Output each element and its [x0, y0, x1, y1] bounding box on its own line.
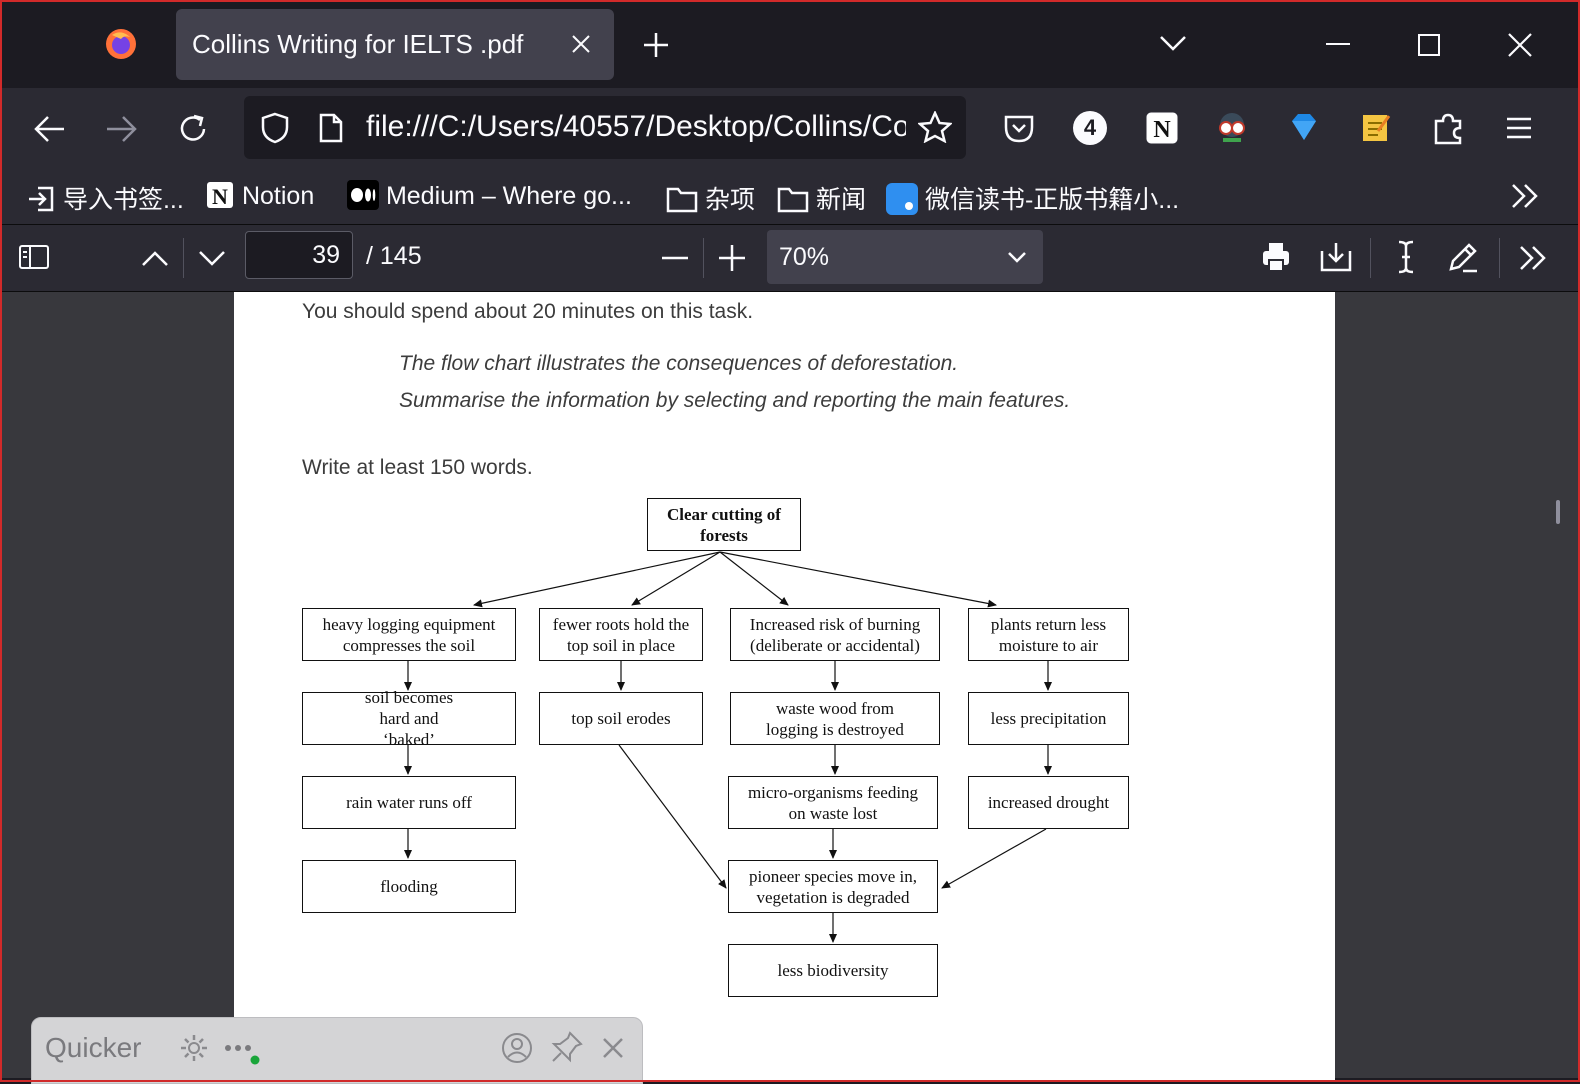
maximize-icon[interactable] — [1418, 34, 1440, 56]
toolbar-separator — [1370, 238, 1371, 278]
page-number-input[interactable]: 39 — [245, 231, 353, 279]
bookmark-label: 微信读书-正版书籍小... — [924, 186, 1180, 214]
toolbar-separator — [183, 238, 184, 278]
word-count-instruction: Write at least 150 words. — [302, 456, 533, 479]
more-options-icon[interactable] — [224, 1044, 260, 1066]
firefox-logo-icon — [106, 29, 136, 59]
shield-icon[interactable] — [260, 112, 290, 144]
task-instruction: You should spend about 20 minutes on thi… — [302, 300, 754, 323]
toolbar-separator — [703, 238, 704, 278]
zoom-select[interactable]: 70% — [767, 230, 1043, 284]
bookmark-label: Notion — [241, 182, 315, 210]
bookmark-label: 导入书签... — [62, 186, 184, 214]
flowchart-box: plants return less moisture to air — [968, 608, 1129, 661]
address-bar[interactable]: file:///C:/Users/40557/Desktop/Collins/C… — [244, 96, 966, 159]
next-page-icon[interactable] — [198, 249, 226, 267]
prompt-line-1: The flow chart illustrates the consequen… — [399, 352, 959, 375]
bookmark-notion[interactable]: N Notion — [205, 180, 314, 211]
bookmark-folder-news[interactable]: 新闻 — [777, 180, 866, 216]
prompt-line-2: Summarise the information by selecting a… — [399, 389, 1071, 412]
chevron-down-icon — [1008, 252, 1026, 263]
notes-extension-icon[interactable] — [1360, 111, 1392, 143]
browser-tab-active[interactable]: Collins Writing for IELTS .pdf — [176, 9, 614, 80]
tab-title: Collins Writing for IELTS .pdf — [192, 29, 524, 59]
forward-arrow-icon[interactable] — [105, 114, 137, 144]
glasses-extension-icon[interactable] — [1215, 111, 1249, 145]
zoom-value: 70% — [779, 243, 830, 271]
svg-text:N: N — [1153, 117, 1171, 143]
flowchart-box: pioneer species move in, vegetation is d… — [728, 860, 938, 913]
flowchart-box: flooding — [302, 860, 516, 913]
notion-icon: N — [207, 182, 233, 209]
user-account-icon[interactable] — [500, 1031, 534, 1065]
scrollbar-thumb[interactable] — [1556, 500, 1560, 524]
bookmarks-toolbar — [2, 172, 1578, 225]
sidebar-toggle-icon[interactable] — [18, 244, 50, 270]
diamond-extension-icon[interactable] — [1288, 111, 1320, 143]
flowchart-box: Increased risk of burning (deliberate or… — [730, 608, 940, 661]
previous-page-icon[interactable] — [141, 249, 169, 267]
bookmark-label: 新闻 — [815, 186, 866, 214]
folder-icon — [666, 187, 698, 213]
flowchart-root-box: Clear cutting of forests — [647, 498, 801, 551]
zoom-out-icon[interactable] — [662, 256, 688, 260]
weread-icon — [886, 183, 918, 215]
zoom-in-icon[interactable] — [719, 245, 745, 271]
toolbar-separator — [1499, 238, 1500, 278]
flowchart-box: top soil erodes — [539, 692, 703, 745]
bookmark-medium[interactable]: Medium – Where go... — [347, 180, 632, 211]
svg-text:N: N — [212, 184, 228, 209]
bookmark-folder-misc[interactable]: 杂项 — [666, 180, 755, 216]
page-total: / 145 — [366, 242, 422, 270]
app-menu-icon[interactable] — [1505, 116, 1533, 140]
bookmark-weread[interactable]: 微信读书-正版书籍小... — [886, 180, 1179, 216]
minimize-icon[interactable] — [1326, 42, 1350, 46]
tools-overflow-icon[interactable] — [1518, 245, 1548, 271]
notion-extension-icon[interactable]: N — [1145, 111, 1179, 145]
url-text[interactable]: file:///C:/Users/40557/Desktop/Collins/C… — [366, 110, 906, 143]
close-icon[interactable] — [602, 1037, 624, 1059]
draw-pen-icon[interactable] — [1447, 241, 1479, 273]
flowchart-box: increased drought — [968, 776, 1129, 829]
flowchart-box: rain water runs off — [302, 776, 516, 829]
pin-icon[interactable] — [550, 1030, 584, 1064]
bookmark-label: Medium – Where go... — [385, 182, 632, 210]
gear-icon[interactable] — [178, 1032, 210, 1064]
pdf-page: You should spend about 20 minutes on thi… — [234, 292, 1335, 1082]
text-cursor-icon[interactable] — [1395, 240, 1417, 274]
flowchart-connectors — [404, 551, 1052, 943]
flowchart-box: less precipitation — [968, 692, 1129, 745]
flowchart-box: fewer roots hold the top soil in place — [539, 608, 703, 661]
flowchart-box: heavy logging equipment compresses the s… — [302, 608, 516, 661]
flowchart-box: waste wood from logging is destroyed — [730, 692, 940, 745]
bookmark-label: 杂项 — [704, 186, 755, 214]
quicker-title: Quicker — [45, 1032, 142, 1063]
bookmarks-overflow-icon[interactable] — [1510, 183, 1540, 209]
back-arrow-icon[interactable] — [34, 114, 66, 144]
flowchart-box: soil becomes hard and ‘baked’ — [302, 688, 516, 749]
new-tab-icon[interactable] — [643, 32, 669, 58]
reload-icon[interactable] — [176, 112, 210, 146]
bookmark-import[interactable]: 导入书签... — [26, 180, 184, 216]
save-download-icon[interactable] — [1319, 241, 1353, 273]
print-icon[interactable] — [1261, 241, 1291, 273]
close-tab-icon[interactable] — [571, 34, 591, 54]
extensions-puzzle-icon[interactable] — [1432, 111, 1464, 145]
page-document-icon — [319, 113, 343, 143]
medium-icon — [347, 180, 379, 210]
flowchart-box: micro-organisms feeding on waste lost — [728, 776, 938, 829]
close-window-icon[interactable] — [1508, 33, 1532, 57]
tab-list-chevron-icon[interactable] — [1159, 34, 1187, 52]
import-icon — [29, 186, 54, 212]
pocket-icon[interactable] — [1003, 114, 1035, 144]
folder-icon — [777, 187, 809, 213]
bookmark-star-icon[interactable] — [918, 111, 952, 143]
extension-badge-icon[interactable]: 4 — [1073, 111, 1107, 145]
flowchart-box: less biodiversity — [728, 944, 938, 997]
quicker-panel[interactable]: Quicker — [31, 1017, 643, 1084]
